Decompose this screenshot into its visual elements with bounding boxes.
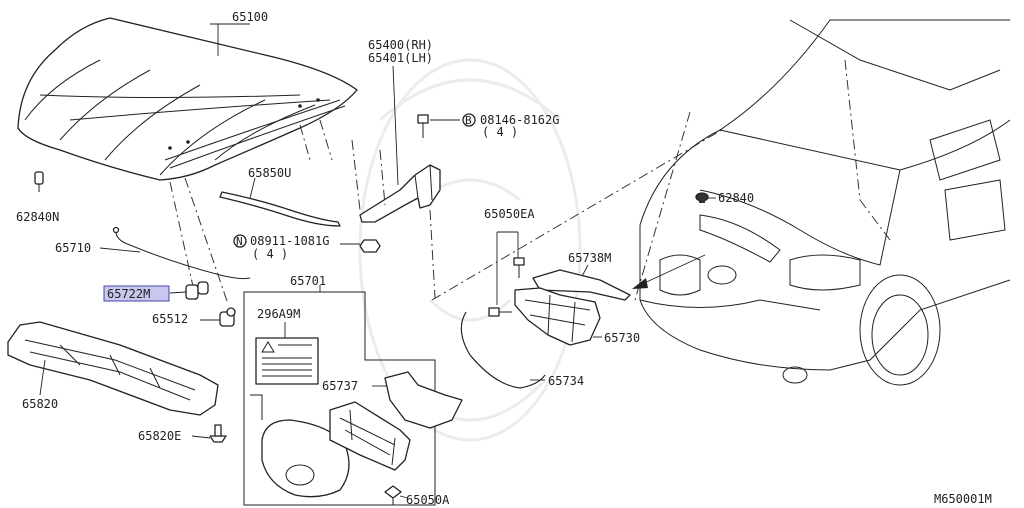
watermark-emblem [358,58,582,442]
label-bolt-qty: ( 4 ) [482,125,518,139]
n-badge-icon [233,234,247,248]
diagram-id: M650001M [934,492,992,506]
svg-text:B: B [465,114,472,127]
bumper-stop-icon[interactable] [695,192,709,203]
screw-icon-upper[interactable] [513,257,525,278]
clip-icon[interactable] [34,171,44,192]
label-65730: 65730 [604,331,640,345]
label-08911-1081g: 08911-1081G [250,234,329,248]
label-65820e: 65820E [138,429,181,443]
screw-icon-lower[interactable] [488,307,512,317]
lock-assy-outline [243,291,436,506]
hinge-nut-icon[interactable] [359,239,381,253]
hinge-bolt-icon[interactable] [417,114,429,138]
label-nut-qty: ( 4 ) [252,247,288,261]
label-65050a: 65050A [406,493,450,507]
hood-panel[interactable] [17,17,358,181]
insulator-clip-icon[interactable] [209,424,227,443]
hood-lock[interactable] [514,287,601,346]
hood-insulator[interactable] [7,321,219,416]
label-65701: 65701 [290,274,326,288]
label-62840: 62840 [718,191,754,205]
stay-rod[interactable] [112,226,251,280]
label-65738m: 65738M [568,251,611,265]
label-65400-rh: 65400(RH) [368,38,433,52]
release-cable[interactable] [460,311,546,389]
label-296a9m: 296A9M [257,307,300,321]
label-08146-8162g: 08146-8162G [480,113,559,127]
label-65710: 65710 [55,241,91,255]
label-65722m: 65722M [107,287,150,301]
svg-text:N: N [236,235,243,248]
label-65050ea: 65050EA [484,207,535,221]
lock-bracket[interactable] [329,371,463,471]
lock-bolt-icon[interactable] [384,485,402,505]
label-65850u: 65850U [248,166,291,180]
vehicle-arrow-icon [632,254,706,289]
hood-hinge[interactable] [359,164,441,223]
highlight-65722m [103,285,170,302]
label-65512: 65512 [152,312,188,326]
label-62840n: 62840N [16,210,59,224]
label-65734: 65734 [548,374,584,388]
front-emblem-plate[interactable] [261,419,350,498]
label-65820: 65820 [22,397,58,411]
vehicle-outline [639,19,1011,386]
label-65100: 65100 [232,10,268,24]
seal-rod[interactable] [219,191,341,227]
label-65401-lh: 65401(LH) [368,51,433,65]
b-badge-icon [462,113,476,127]
label-65737: 65737 [322,379,358,393]
stay-grommet-icon[interactable] [219,307,236,327]
clamp-icon[interactable] [185,281,209,300]
caution-label-plate[interactable] [255,337,319,385]
